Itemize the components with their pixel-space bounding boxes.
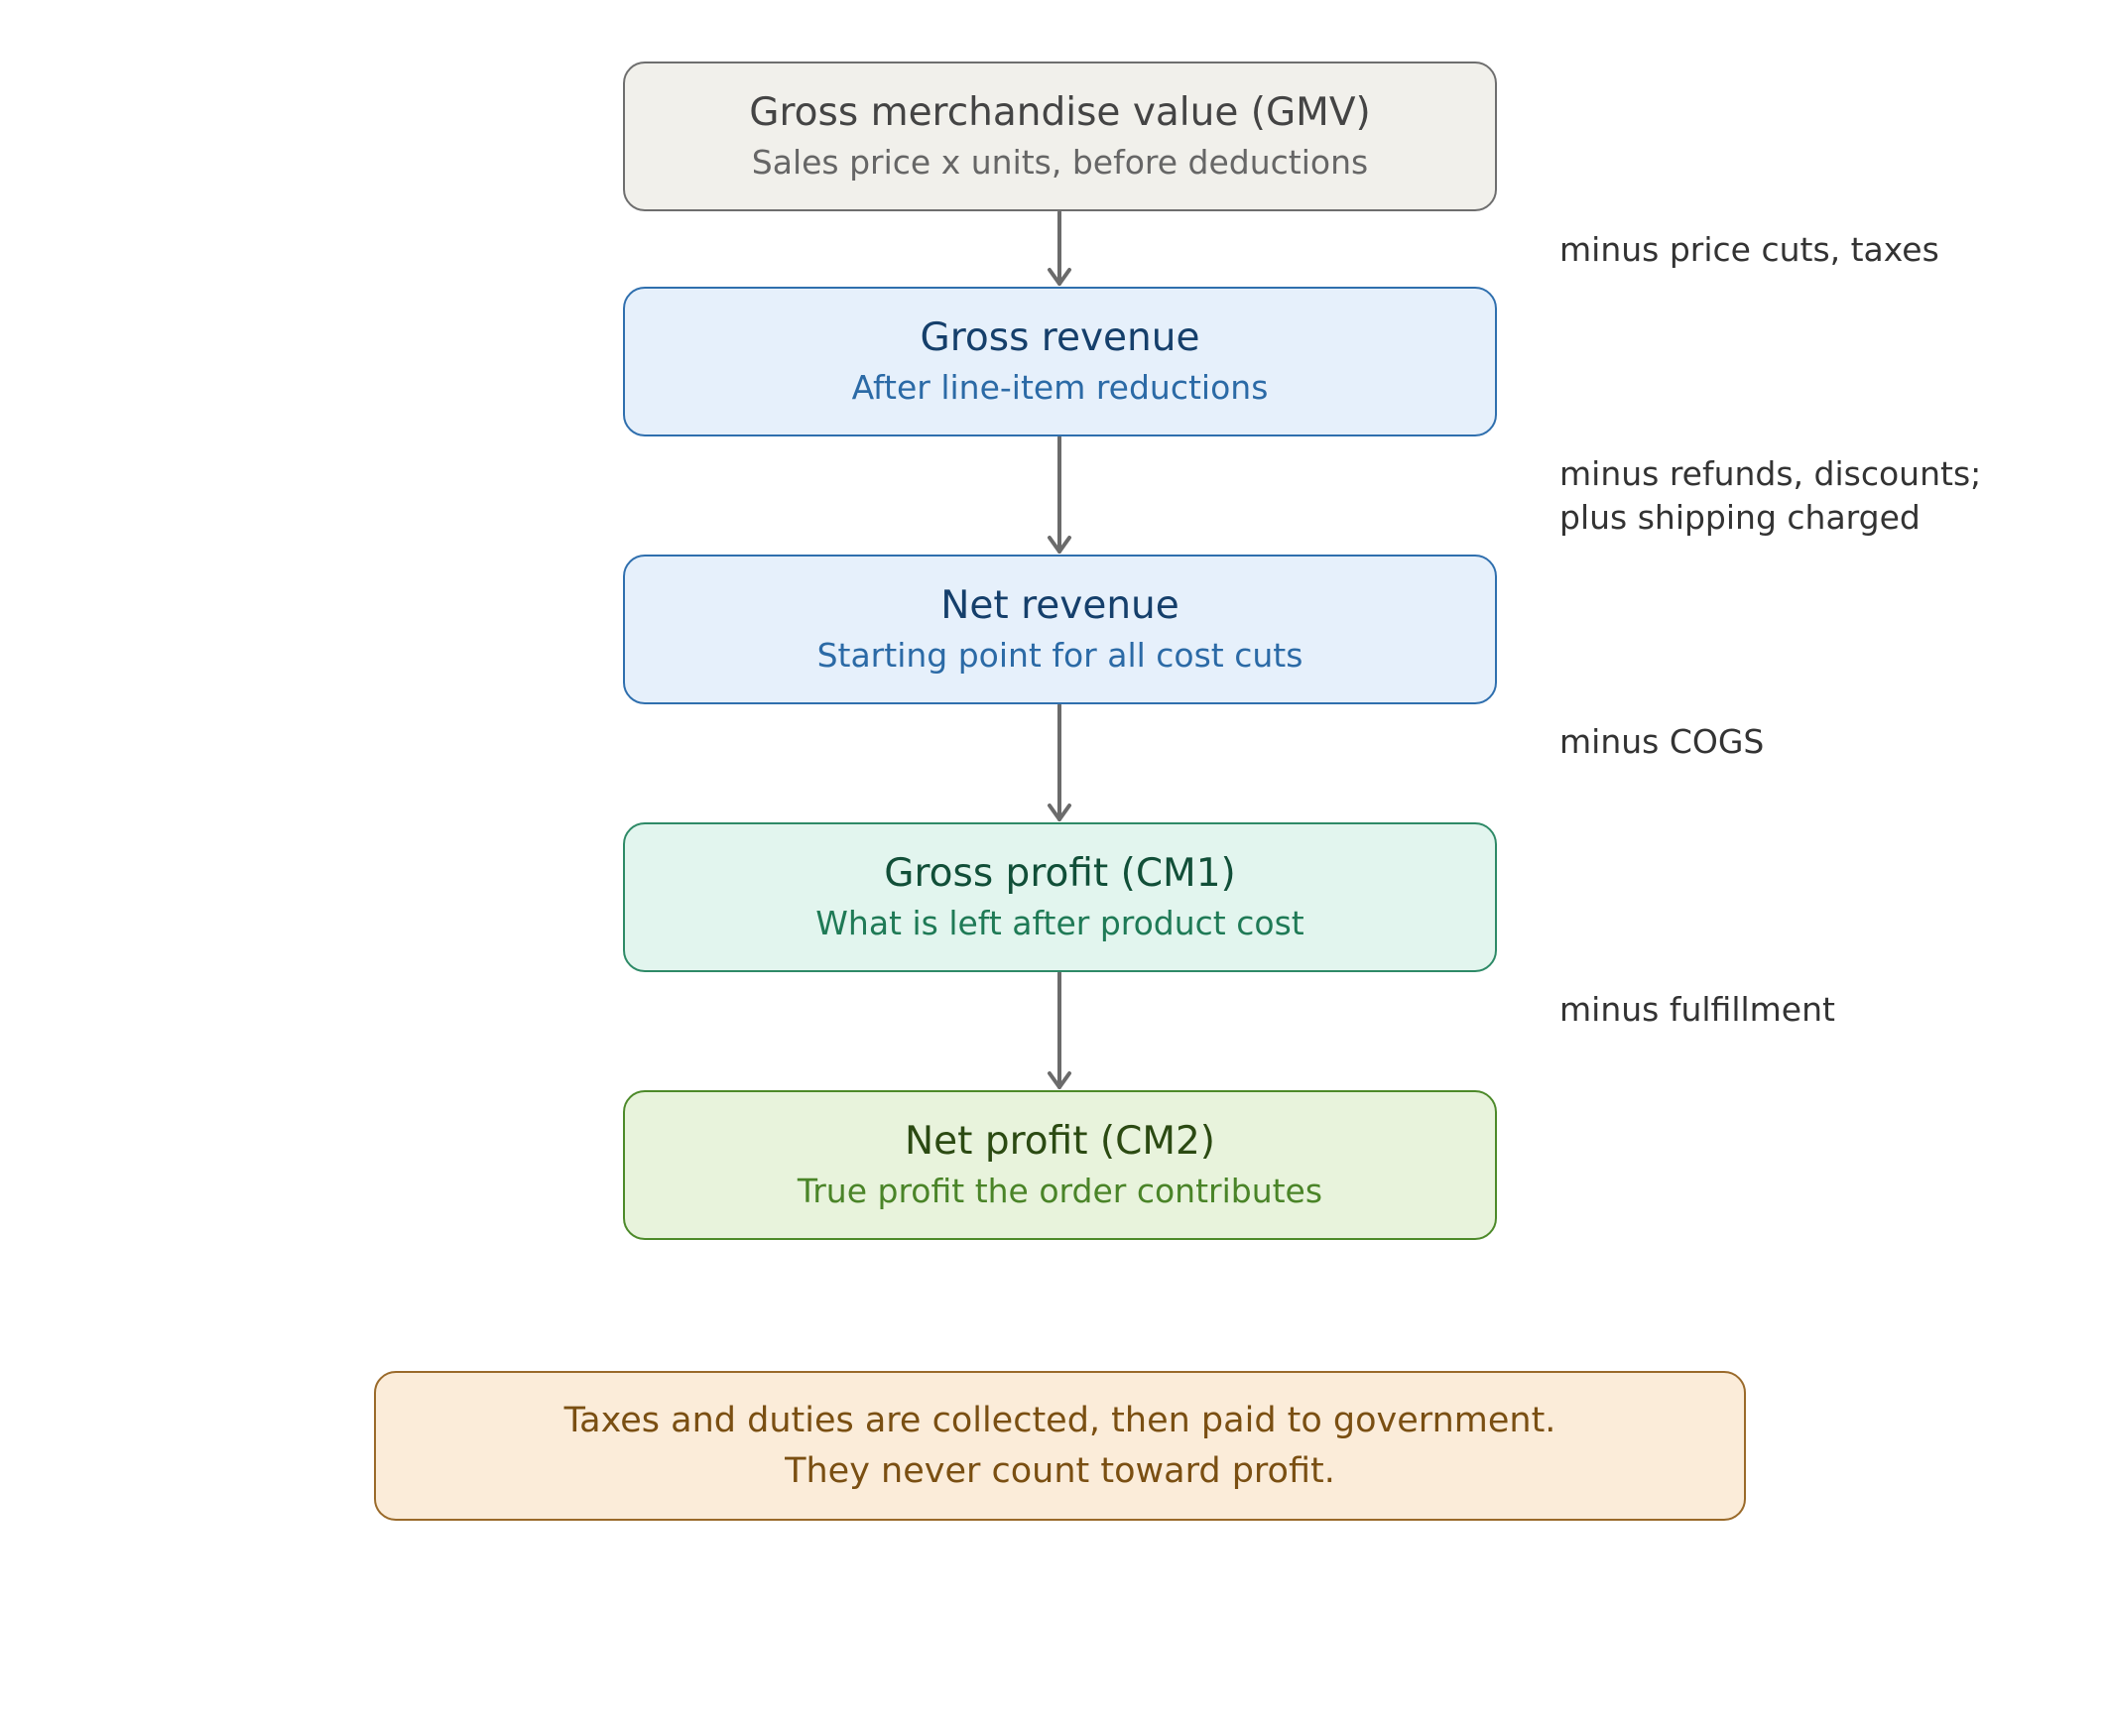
step-label-4: minus fulfillment: [1559, 988, 1835, 1032]
stage-net-profit: Net profit (CM2) True profit the order c…: [623, 1090, 1497, 1240]
stage-gross-revenue-subtitle: After line-item reductions: [851, 367, 1269, 407]
step-label-2-line1: minus refunds, discounts;: [1559, 454, 1982, 493]
stage-net-profit-subtitle: True profit the order contributes: [797, 1171, 1323, 1210]
arrowhead-4: [1048, 1071, 1071, 1089]
arrowhead-3: [1048, 804, 1071, 821]
step-label-3: minus COGS: [1559, 720, 1764, 764]
step-label-2: minus refunds, discounts; plus shipping …: [1559, 452, 1981, 540]
stage-gross-profit-subtitle: What is left after product cost: [815, 903, 1304, 942]
stage-gmv-subtitle: Sales price x units, before deductions: [751, 142, 1369, 182]
stage-gross-profit: Gross profit (CM1) What is left after pr…: [623, 822, 1497, 972]
step-label-3-line1: minus COGS: [1559, 722, 1765, 761]
tax-note-line2: They never count toward profit.: [785, 1450, 1335, 1491]
tax-note: Taxes and duties are collected, then pai…: [374, 1371, 1746, 1521]
step-label-2-line2: plus shipping charged: [1559, 498, 1921, 537]
stage-gmv: Gross merchandise value (GMV) Sales pric…: [623, 62, 1497, 211]
step-label-4-line1: minus fulfillment: [1559, 990, 1835, 1029]
step-label-1: minus price cuts, taxes: [1559, 228, 1939, 272]
stage-net-revenue: Net revenue Starting point for all cost …: [623, 555, 1497, 704]
stage-gross-revenue: Gross revenue After line-item reductions: [623, 287, 1497, 436]
arrowhead-2: [1048, 536, 1071, 554]
tax-note-line1: Taxes and duties are collected, then pai…: [563, 1400, 1556, 1440]
stage-gross-revenue-title: Gross revenue: [920, 314, 1200, 360]
stage-net-revenue-subtitle: Starting point for all cost cuts: [816, 635, 1303, 675]
stage-net-revenue-title: Net revenue: [940, 582, 1179, 628]
step-label-1-line1: minus price cuts, taxes: [1559, 230, 1939, 269]
stage-gmv-title: Gross merchandise value (GMV): [749, 89, 1371, 135]
stage-net-profit-title: Net profit (CM2): [904, 1118, 1216, 1164]
arrowhead-1: [1048, 268, 1071, 286]
stage-gross-profit-title: Gross profit (CM1): [884, 850, 1236, 896]
